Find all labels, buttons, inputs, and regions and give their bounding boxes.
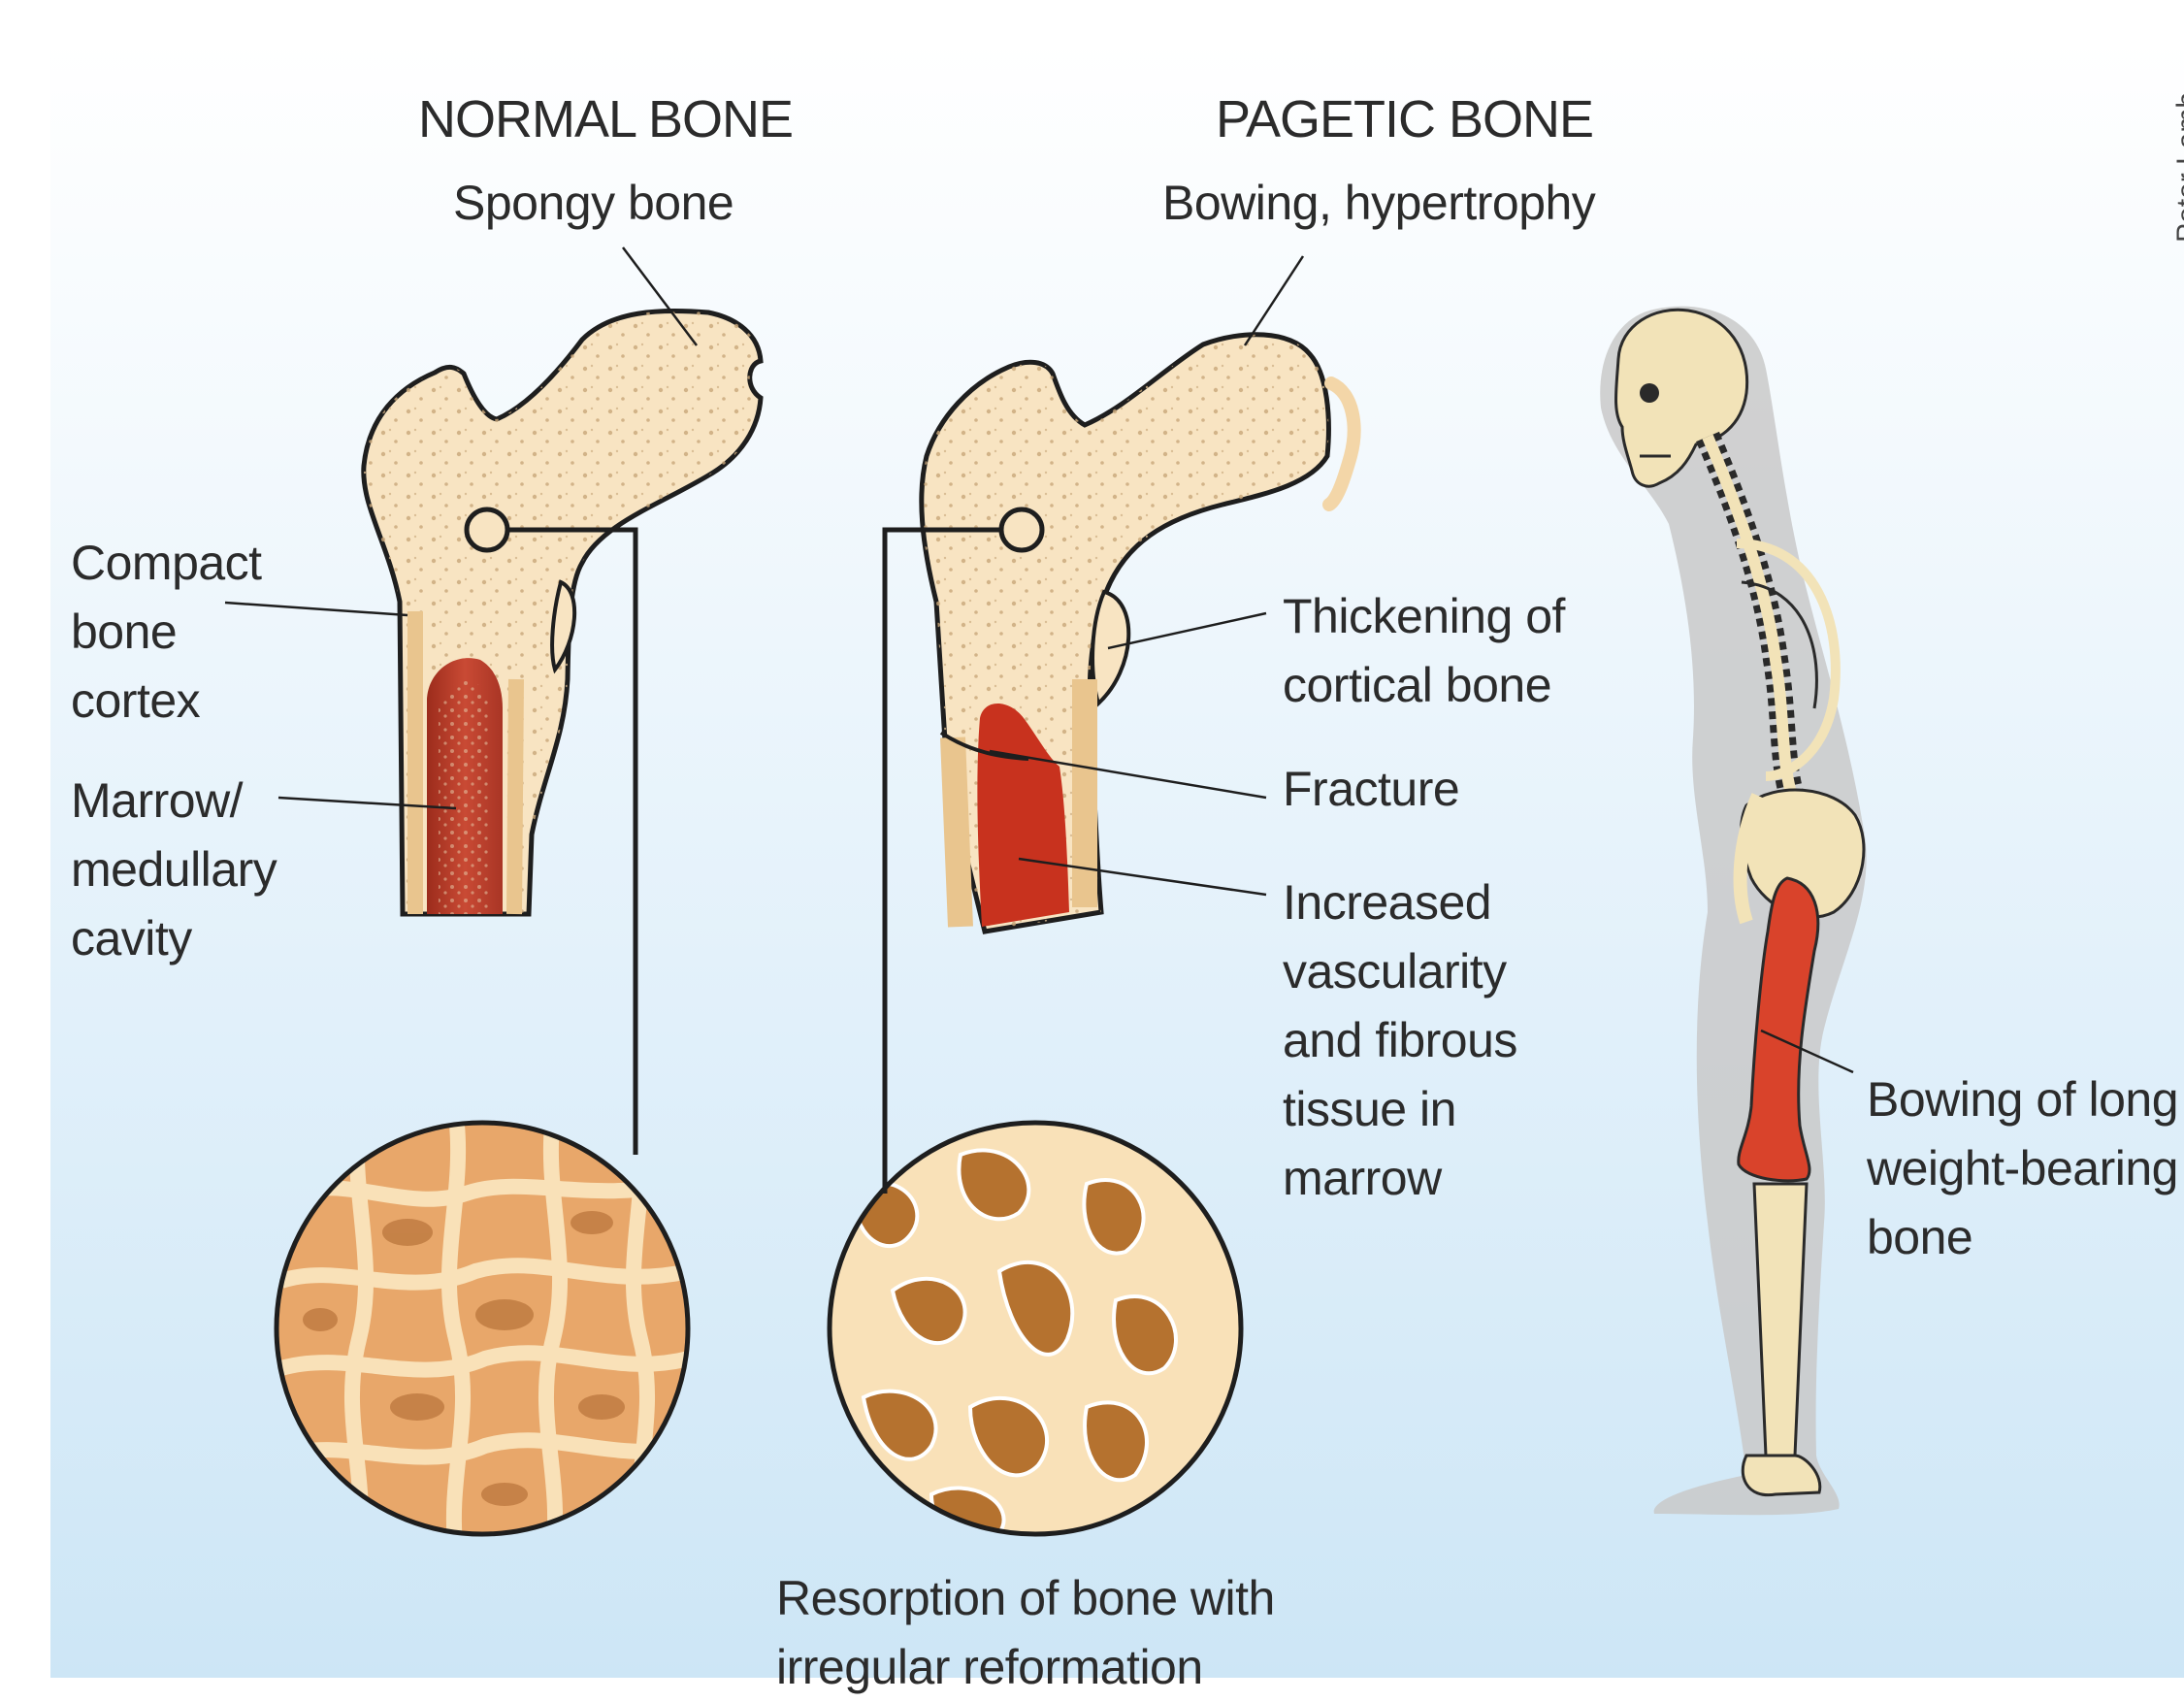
label-bowing-hypertrophy: Bowing, hypertrophy [1162, 175, 1595, 232]
heading-normal-bone: NORMAL BONE [418, 89, 793, 151]
label-bowing-long-bone: Bowing of long weight-bearing bone [1867, 1065, 2178, 1272]
skeleton-figure [1600, 307, 1866, 1516]
label-fracture: Fracture [1283, 761, 1459, 818]
label-marrow-cavity: Marrow/ medullary cavity [71, 767, 277, 973]
label-increased-vascularity: Increased vascularity and fibrous tissue… [1283, 868, 1517, 1213]
normal-femur [364, 311, 761, 914]
label-spongy-bone: Spongy bone [453, 175, 733, 232]
illustrator-credit: Peter Lamb [2171, 92, 2184, 243]
label-compact-bone-cortex: Compact bone cortex [71, 529, 262, 736]
pagetic-trabecular-circle [830, 1123, 1241, 1541]
label-thickening-cortical-bone: Thickening of cortical bone [1283, 582, 1565, 720]
normal-trabecular-circle [277, 1116, 689, 1553]
label-resorption: Resorption of bone with irregular reform… [776, 1564, 1275, 1702]
heading-pagetic-bone: PAGETIC BONE [1216, 89, 1593, 151]
